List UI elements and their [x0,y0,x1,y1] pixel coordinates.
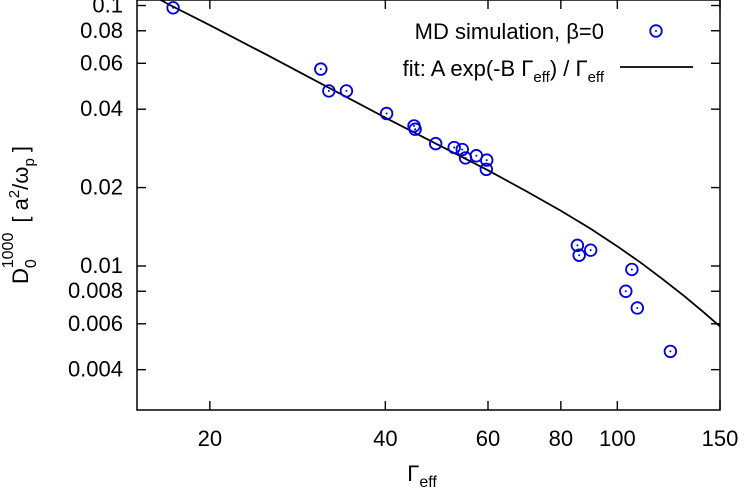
y-tick-label: 0.004 [68,357,123,382]
data-point [455,142,469,157]
y-tick-label: 0.04 [80,96,123,121]
data-point [663,344,678,359]
data-point-center [485,159,488,162]
data-point-center [589,249,592,252]
data-point [479,162,494,177]
legend-marker-md-dot [655,30,657,32]
data-point-center [461,148,464,151]
y-tick-label: 0.06 [80,50,123,75]
data-point-center [327,89,330,92]
data-point [379,106,394,121]
x-axis-label: Γeff [407,461,437,487]
data-point-center [576,244,579,247]
x-tick-label: 150 [702,426,739,451]
data-point-center [319,68,322,71]
x-tick-label: 80 [549,426,573,451]
y-tick-label: 0.008 [68,278,123,303]
y-tick-label: 0.01 [80,253,123,278]
data-point-center [345,89,348,92]
fit-line [158,0,720,328]
data-point-center [385,112,388,115]
x-tick-label: 40 [373,426,397,451]
data-point [166,1,180,15]
data-point-center [172,6,175,9]
data-point-center [485,168,488,171]
data-point [583,243,598,257]
data-point-center [636,306,639,309]
x-tick-label: 100 [599,426,636,451]
y-tick-label: 0.08 [80,18,123,43]
legend-marker-md [649,24,663,38]
data-point [408,122,422,136]
data-point [339,84,354,98]
data-point [447,140,461,155]
data-point [619,284,633,298]
y-tick-label: 0.1 [92,0,123,18]
data-point-center [624,290,627,293]
data-point-center [414,128,417,131]
x-tick-label: 20 [198,426,222,451]
data-point [570,238,585,253]
x-tick-label: 60 [476,426,500,451]
data-point-center [669,350,672,353]
data-point [428,136,443,151]
data-point [480,153,494,167]
legend-label-md: MD simulation, β=0 [415,19,604,44]
y-axis-label-superscript: 1000 [0,233,17,269]
x-axis-ticks: 20 40 60 80 100 150 [198,0,739,451]
legend-label-fit: fit: A exp(-B Γeff) / Γeff [403,56,605,86]
data-point-center [630,268,633,271]
y-axis-label-subscript: 0 [23,259,40,268]
data-point [625,262,639,277]
legend: MD simulation, β=0 fit: A exp(-B Γeff) /… [403,19,693,86]
data-point [322,84,336,98]
data-point [314,62,328,76]
y-tick-label: 0.006 [68,311,123,336]
data-point [630,301,644,315]
data-point-center [453,146,456,149]
x-axis-label-subscript: eff [419,474,437,487]
data-point-center [578,254,581,257]
data-point-center [464,156,467,159]
y-axis-label: D01000[ a2/ωp ] [0,146,40,284]
md-simulation-points [166,1,678,359]
y-tick-label: 0.02 [80,175,123,200]
data-point-center [434,142,437,145]
data-point-center [475,154,478,157]
plot-frame [136,0,721,411]
data-point-center [413,124,416,127]
data-point [572,248,586,262]
